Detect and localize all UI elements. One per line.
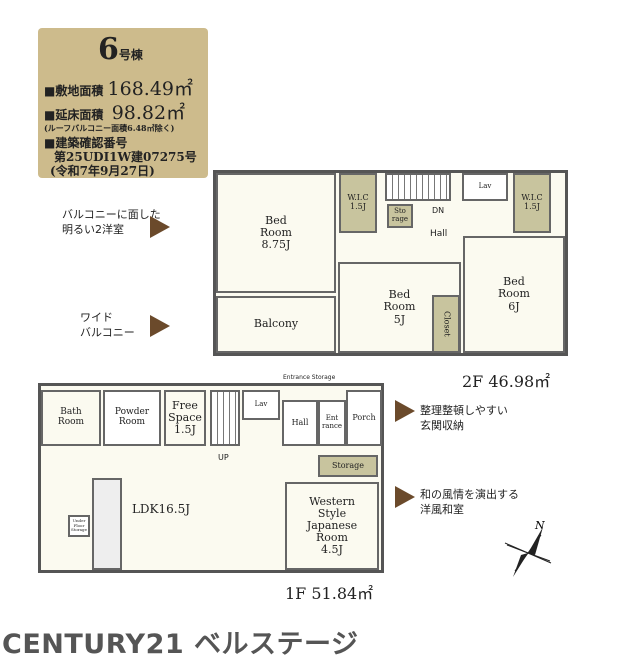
stairs-1f — [210, 390, 240, 446]
bath-room: Bath Room — [41, 390, 101, 446]
permit-date: (令和7年9月27日) — [50, 164, 155, 178]
up-label: UP — [218, 453, 229, 462]
storage-1f: Storage — [318, 455, 378, 477]
arrow-icon — [150, 216, 170, 238]
bed-room-6: Bed Room 6J — [463, 236, 565, 353]
arrow-icon — [150, 315, 170, 337]
building-number: 6号棟 — [98, 32, 143, 67]
floor1-area: 1F 51.84㎡ — [285, 584, 374, 603]
storage-2f: Sto rage — [387, 204, 413, 228]
stairs-2f — [385, 173, 451, 201]
footer-brand: CENTURY21 ベルステージ — [2, 629, 359, 660]
walk-in-closet-1: W.I.C 1.5J — [339, 173, 377, 233]
under-floor-storage: Under Floor Storage — [68, 515, 90, 537]
arrow-icon — [395, 486, 415, 508]
permit-number: 第25UDI1W建07275号 — [54, 150, 197, 164]
permit-label: ■建築確認番号 — [44, 136, 128, 150]
balcony: Balcony — [216, 296, 336, 353]
free-space: Free Space 1.5J — [164, 390, 206, 446]
site-area: ■敷地面積 168.49㎡ — [44, 78, 194, 100]
callout-wide-balcony: ワイド バルコニー — [80, 311, 135, 340]
floor2-area: 2F 46.98㎡ — [462, 372, 551, 391]
walk-in-closet-2: W.I.C 1.5J — [513, 173, 551, 233]
compass-north: N — [534, 519, 545, 532]
closet: Closet — [432, 295, 460, 353]
floor-area-note: (ルーフバルコニー面積6.48㎡除く) — [44, 123, 175, 133]
japanese-room: Western Style Japanese Room 4.5J — [285, 482, 379, 570]
entrance-storage-label: Entrance Storage — [283, 374, 336, 381]
arrow-icon — [395, 400, 415, 422]
bed-room-8.75: Bed Room 8.75J — [216, 173, 336, 293]
hall-1f: Hall — [282, 400, 318, 446]
compass-icon: N — [504, 519, 552, 577]
lavatory-2f: Lav — [462, 173, 508, 201]
porch: Porch — [346, 390, 382, 446]
powder-room: Powder Room — [103, 390, 161, 446]
callout-japanese-room: 和の風情を演出する 洋風和室 — [420, 488, 519, 517]
entrance: Ent rance — [318, 400, 346, 446]
kitchen-counter — [92, 478, 122, 570]
callout-entrance-storage: 整理整頓しやすい 玄関収納 — [420, 404, 508, 433]
callout-balcony-rooms: バルコニーに面した 明るい2洋室 — [62, 208, 161, 237]
ldk: LDK16.5J — [131, 502, 191, 517]
lavatory-1f: Lav — [242, 390, 280, 420]
info-box: 6号棟 ■敷地面積 168.49㎡ ■延床面積 98.82㎡ (ルーフバルコニー… — [38, 28, 208, 178]
hall-2f: Hall — [430, 229, 448, 239]
down-label: DN — [432, 206, 445, 215]
floor-area: ■延床面積 98.82㎡ — [44, 102, 186, 124]
